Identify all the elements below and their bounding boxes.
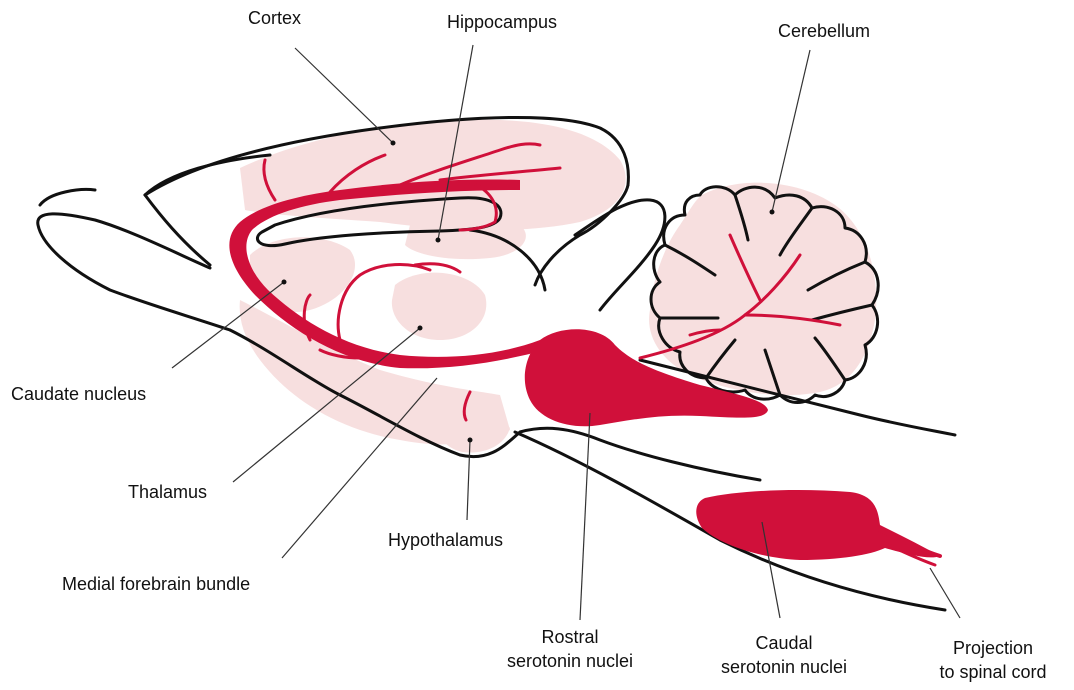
cerebellum-dot	[770, 210, 775, 215]
caudal-serotonin-nuclei-shape	[696, 490, 940, 560]
label-rostral-line2: serotonin nuclei	[480, 649, 660, 673]
label-rostral-line1: Rostral	[480, 625, 660, 649]
cortex-leader	[295, 48, 393, 143]
label-caudal-line2: serotonin nuclei	[694, 655, 874, 679]
label-cortex: Cortex	[248, 6, 301, 30]
label-hippocampus: Hippocampus	[447, 10, 557, 34]
label-rostral-serotonin-nuclei: Rostral serotonin nuclei	[480, 625, 660, 673]
label-caudal-serotonin-nuclei: Caudal serotonin nuclei	[694, 631, 874, 679]
label-cerebellum: Cerebellum	[778, 19, 870, 43]
rostral-leader	[580, 413, 590, 620]
olfactory-bulb-top	[40, 190, 95, 205]
label-medial-forebrain-bundle: Medial forebrain bundle	[62, 572, 250, 596]
olfactory-bulb-outline	[38, 214, 230, 330]
cortex-dot	[391, 141, 396, 146]
hypothalamus-dot	[468, 438, 473, 443]
caudate-dot	[282, 280, 287, 285]
label-hypothalamus: Hypothalamus	[388, 528, 503, 552]
thalamus-region	[392, 273, 486, 340]
hippocampus-dot	[436, 238, 441, 243]
label-caudal-line1: Caudal	[694, 631, 874, 655]
label-projection-to-spinal-cord: Projection to spinal cord	[918, 636, 1068, 684]
label-caudate-nucleus: Caudate nucleus	[11, 382, 146, 406]
label-projection-line1: Projection	[918, 636, 1068, 660]
cortex-region	[240, 120, 626, 230]
label-thalamus: Thalamus	[128, 480, 207, 504]
label-projection-line2: to spinal cord	[918, 660, 1068, 684]
thalamus-dot	[418, 326, 423, 331]
